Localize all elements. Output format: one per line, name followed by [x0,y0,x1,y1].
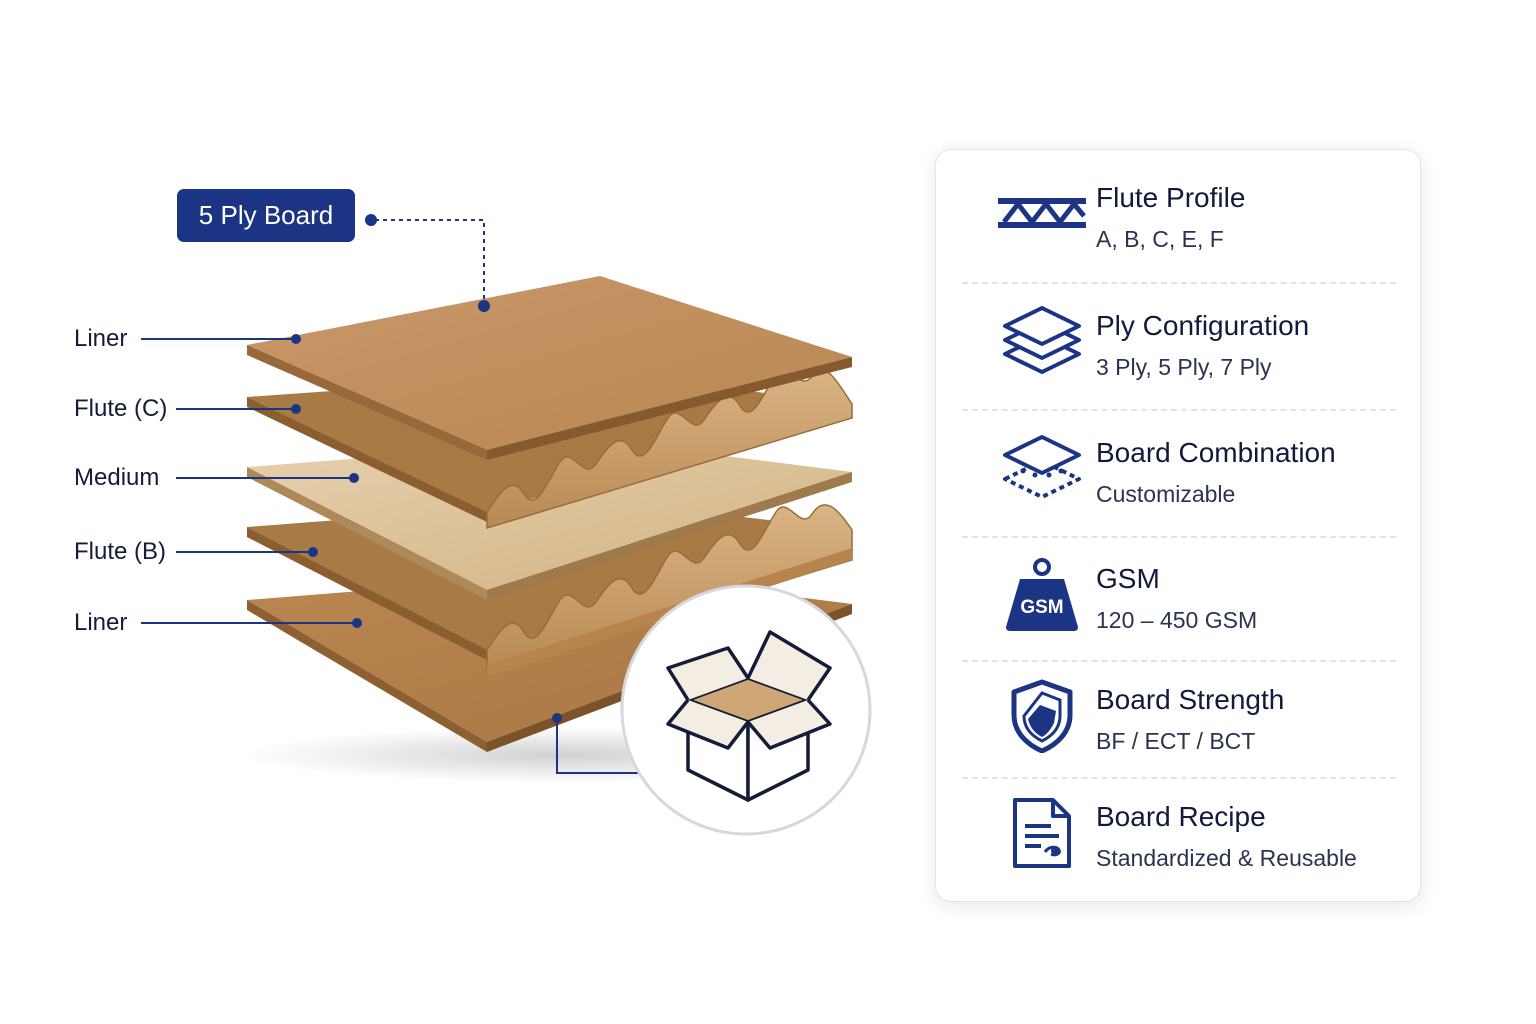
spec-title: Board Combination [1096,437,1336,468]
spec-title: Flute Profile [1096,182,1246,213]
recipe-document-icon [992,797,1092,869]
spec-item-board-strength: Board Strength BF / ECT / BCT [962,652,1396,778]
spec-value: 3 Ply, 5 Ply, 7 Ply [1096,354,1272,380]
gsm-weight-icon: GSM [992,558,1092,631]
stacked-layers-icon [992,306,1092,378]
shield-icon [992,679,1092,753]
spec-divider [962,282,1396,284]
spec-item-board-combination: Board Combination Customizable [962,405,1396,531]
top-liner-layer [247,276,852,460]
spec-value: Customizable [1096,481,1236,507]
board-spec-panel: Flute Profile A, B, C, E, F Ply Configur… [935,149,1421,902]
spec-item-ply-configuration: Ply Configuration 3 Ply, 5 Ply, 7 Ply [962,278,1396,404]
spec-divider [962,536,1396,538]
spec-item-flute-profile: Flute Profile A, B, C, E, F [962,150,1396,276]
spec-item-gsm: GSM GSM 120 – 450 GSM [962,531,1396,657]
layer-label-top-liner: Liner [74,325,128,352]
spec-value: Standardized & Reusable [1096,845,1357,871]
open-box-icon [666,630,832,802]
spec-title: Ply Configuration [1096,310,1310,341]
layer-label-medium: Medium [74,464,160,491]
leader-lines [141,219,654,774]
spec-title: Board Recipe [1096,801,1266,832]
spec-divider [962,777,1396,779]
board-stack-diagram [141,214,880,836]
board-combination-icon [992,433,1092,505]
ply-board-title-badge: 5 Ply Board [177,189,355,242]
spec-value: BF / ECT / BCT [1096,728,1256,754]
box-callout [620,584,872,836]
spec-divider [962,409,1396,411]
layer-label-flute-c: Flute (C) [74,395,168,422]
flute-profile-icon [992,178,1092,250]
spec-title: Board Strength [1096,684,1285,715]
spec-item-board-recipe: Board Recipe Standardized & Reusable [962,769,1396,895]
spec-divider [962,660,1396,662]
spec-title: GSM [1096,563,1160,594]
layer-label-flute-b: Flute (B) [74,538,167,565]
layer-label-bottom-liner: Liner [74,609,128,636]
gsm-icon-text: GSM [1020,597,1063,618]
spec-value: 120 – 450 GSM [1096,607,1258,633]
spec-value: A, B, C, E, F [1096,226,1224,252]
